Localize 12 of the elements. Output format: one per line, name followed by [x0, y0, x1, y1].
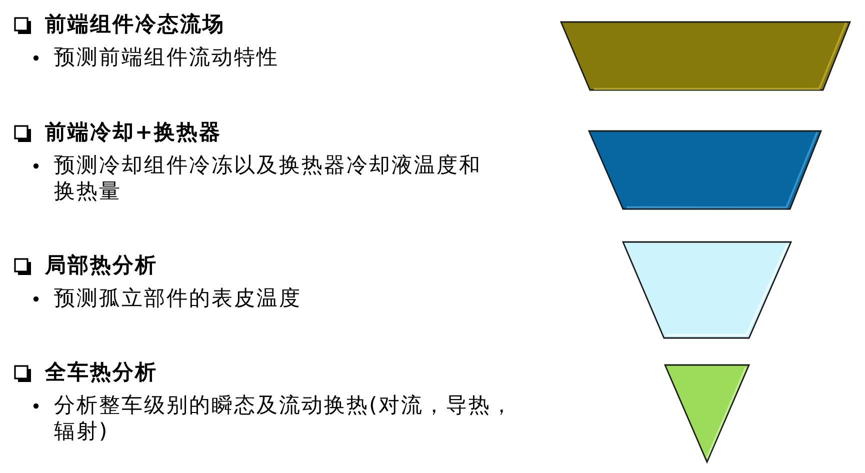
- bullet-text: 预测冷却组件冷冻以及换热器冷却液温度和换热量: [54, 152, 482, 204]
- section-heading: 全车热分析: [45, 359, 158, 385]
- funnel-segment: [589, 131, 821, 209]
- funnel-tip: [665, 365, 749, 462]
- funnel-segment: [561, 22, 850, 90]
- bullet-text: 预测孤立部件的表皮温度: [54, 285, 302, 311]
- section-heading: 前端冷却+换热器: [45, 119, 223, 145]
- bullet-text: 预测前端组件流动特性: [54, 44, 280, 70]
- section-heading: 前端组件冷态流场: [45, 11, 226, 37]
- funnel-segment: [623, 242, 791, 338]
- section-heading: 局部热分析: [45, 252, 158, 278]
- bullet-text: 分析整车级别的瞬态及流动换热(对流，导热，辐射): [54, 392, 515, 444]
